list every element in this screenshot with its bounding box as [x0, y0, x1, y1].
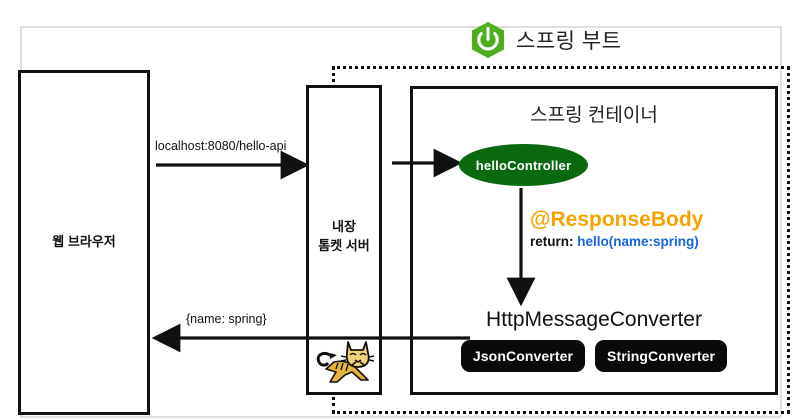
hello-controller-node[interactable]: helloController — [459, 144, 588, 186]
return-statement: return: hello(name:spring) — [530, 234, 760, 249]
tomcat-server-label-line1: 내장 — [332, 219, 356, 234]
spring-boot-title: 스프링 부트 — [516, 30, 622, 53]
web-browser-box: 웹 브라우저 — [18, 70, 150, 415]
converter-list: JsonConverter StringConverter — [410, 340, 778, 372]
hello-controller-label: helloController — [475, 157, 572, 173]
request-arrow-label: localhost:8080/hello-api — [155, 139, 287, 153]
response-body-annotation: @ResponseBody return: hello(name:spring) — [530, 208, 760, 249]
apache-tomcat-cat-logo-icon — [316, 341, 375, 383]
spring-container-title: 스프링 컨테이너 — [530, 105, 658, 126]
http-message-converter-title: HttpMessageConverter — [486, 308, 702, 331]
spring-boot-header: 스프링 부트 — [468, 20, 621, 60]
tomcat-server-label-line2: 톰켓 서버 — [318, 238, 370, 253]
return-value: hello(name:spring) — [577, 234, 699, 250]
response-body-label: @ResponseBody — [530, 208, 704, 231]
return-prefix: return: — [530, 234, 578, 250]
json-converter-pill[interactable]: JsonConverter — [460, 340, 586, 372]
spring-boot-leaf-logo-icon — [472, 22, 504, 58]
string-converter-pill[interactable]: StringConverter — [595, 340, 728, 372]
response-arrow-label: {name: spring} — [186, 312, 267, 326]
tomcat-server-box: 내장 톰켓 서버 — [306, 85, 382, 395]
web-browser-label: 웹 브라우저 — [52, 234, 116, 249]
